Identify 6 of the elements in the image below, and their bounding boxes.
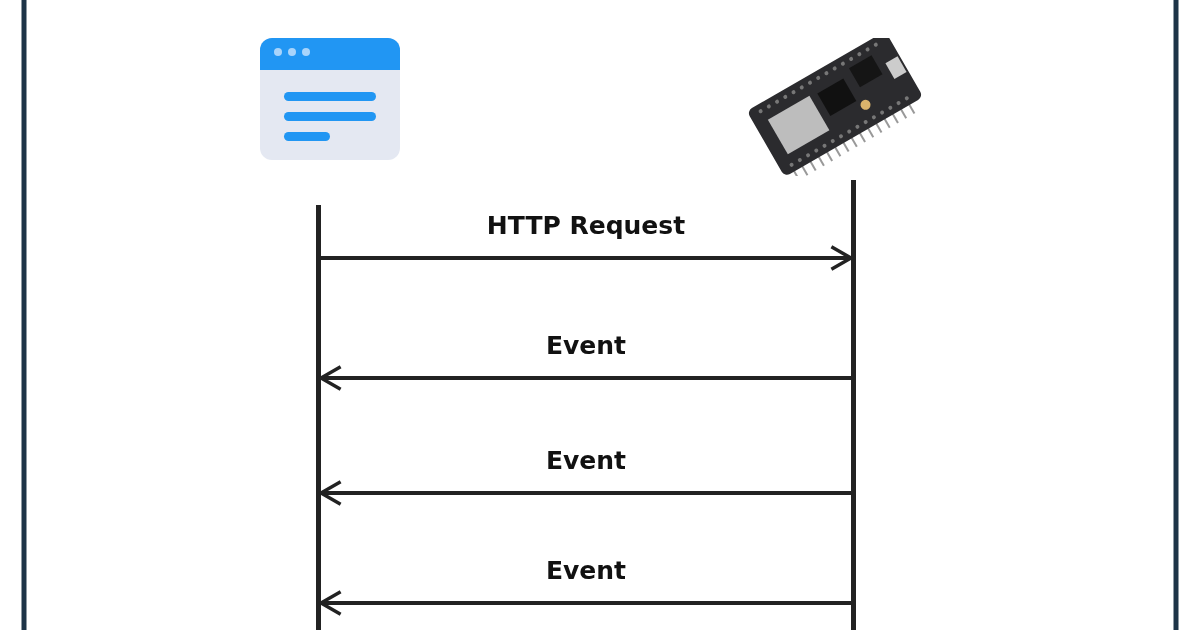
lifeline bbox=[316, 205, 321, 630]
arrow bbox=[319, 480, 851, 506]
arrow bbox=[321, 245, 853, 271]
arrow bbox=[319, 365, 851, 391]
arrow bbox=[319, 590, 851, 616]
lifeline bbox=[851, 180, 856, 630]
